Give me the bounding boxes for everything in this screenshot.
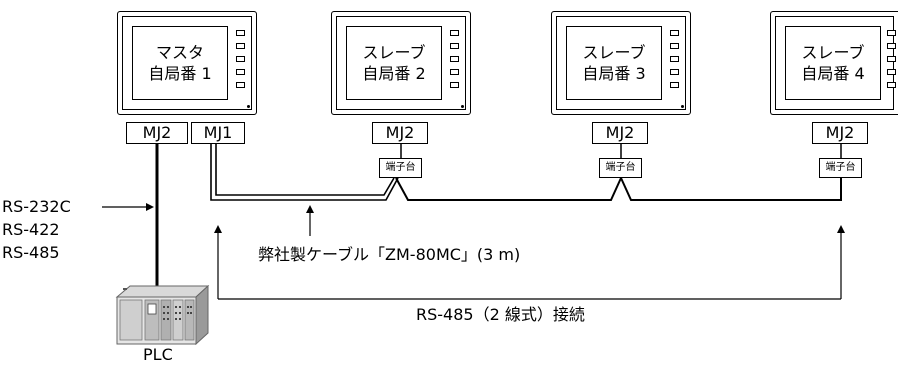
hmi-screen: スレーブ 自局番 3 (566, 26, 662, 100)
rs485-connection-label: RS-485（2 線式）接続 (416, 305, 585, 324)
hmi-screen: スレーブ 自局番 4 (785, 26, 881, 100)
unit-role: スレーブ (582, 43, 646, 62)
port-mj2-slave-2: MJ2 (372, 122, 428, 144)
terminal-block-3: 端子台 (599, 158, 642, 178)
unit-role: マスタ (155, 43, 204, 62)
plc-rack (115, 284, 210, 346)
protocol-rs232c-label: RS-232C (2, 197, 71, 216)
function-keys (670, 30, 679, 95)
cable-label: 弊社製ケーブル「ZM-80MC」(3 m) (258, 245, 521, 264)
terminal-block-2: 端子台 (379, 158, 422, 178)
function-keys (887, 30, 896, 95)
unit-station: 自局番 1 (148, 64, 212, 83)
function-keys (450, 30, 459, 95)
hmi-screen: スレーブ 自局番 2 (346, 26, 442, 100)
unit-role: スレーブ (362, 43, 426, 62)
hmi-slave-unit-4: スレーブ 自局番 4 (770, 11, 898, 115)
unit-station: 自局番 2 (362, 64, 426, 83)
plc-label: PLC (143, 345, 173, 364)
power-led (247, 105, 250, 108)
cable-zm80mc-line-a (210, 144, 399, 201)
hmi-master-unit: マスタ 自局番 1 (117, 11, 257, 115)
power-led (461, 105, 464, 108)
unit-role: スレーブ (801, 43, 865, 62)
unit-station: 自局番 3 (582, 64, 646, 83)
port-mj2-master: MJ2 (126, 122, 188, 144)
unit-station: 自局番 4 (801, 64, 865, 83)
rs485-bus (395, 175, 842, 201)
hmi-slave-unit-3: スレーブ 自局番 3 (551, 11, 691, 115)
cable-zm80mc-line-b (215, 144, 395, 196)
hmi-screen: マスタ 自局番 1 (132, 26, 228, 100)
port-mj2-slave-4: MJ2 (812, 122, 868, 144)
function-keys (236, 30, 245, 95)
port-mj1-master: MJ1 (191, 122, 245, 144)
port-mj2-slave-3: MJ2 (592, 122, 648, 144)
power-led (681, 105, 684, 108)
protocol-rs422-label: RS-422 (2, 220, 60, 239)
protocol-rs485-label: RS-485 (2, 243, 60, 262)
hmi-slave-unit-2: スレーブ 自局番 2 (331, 11, 471, 115)
terminal-block-4: 端子台 (819, 158, 862, 178)
